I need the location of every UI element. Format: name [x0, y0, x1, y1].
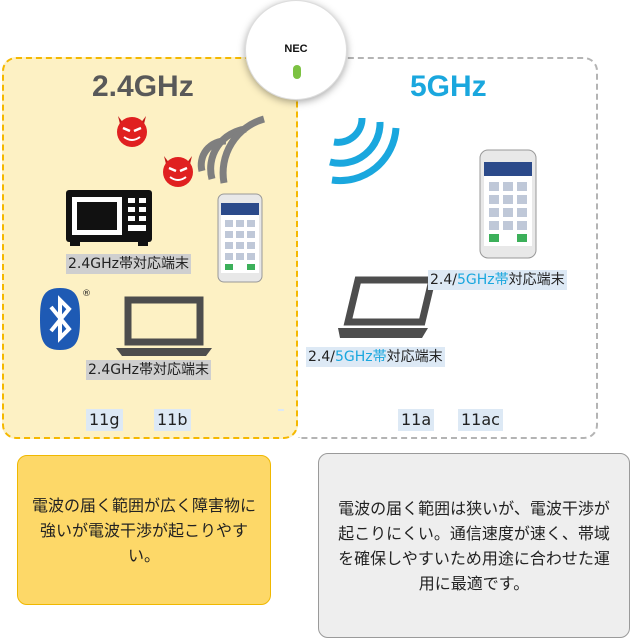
band-5ghz-title: 5GHz [410, 70, 487, 103]
interference-icon [163, 156, 193, 187]
standard-11g: 11g [86, 409, 123, 431]
standard-11b: 11b [154, 409, 191, 431]
router-brand: NEC [284, 43, 308, 55]
standard-11ac: 11ac [458, 409, 503, 431]
band-5ghz-note: 電波の届く範囲は狭いが、電波干渉が起こりにくい。通信速度が速く、帯域を確保しやす… [318, 453, 630, 638]
standard-11n [278, 409, 284, 411]
band-5ghz-note-text: 電波の届く範囲は狭いが、電波干渉が起こりにくい。通信速度が速く、帯域を確保しやす… [338, 498, 610, 593]
microwave-icon [66, 190, 152, 246]
laptop-icon [338, 276, 437, 338]
band-24ghz-note-text: 電波の届く範囲が広く障害物に強いが電波干渉が起こりやすい。 [31, 495, 256, 565]
laptop-5-device-label: 2.4/5GHz帯対応端末 [306, 347, 445, 367]
smartphone-icon [479, 149, 537, 259]
wifi-waves-icon [329, 117, 400, 185]
smartphone-icon [217, 193, 263, 283]
svg-text:®: ® [82, 289, 91, 299]
laptop-icon [116, 296, 212, 356]
wifi-waves-icon [197, 115, 266, 184]
laptop-24-device-label: 2.4GHz帯対応端末 [86, 360, 211, 380]
router-icon: NEC [245, 0, 347, 100]
phone-5-device-label: 2.4/5GHz帯対応端末 [428, 270, 567, 290]
bluetooth-icon: ® [40, 288, 91, 350]
band-5ghz-zone [298, 57, 598, 439]
router-led [293, 65, 301, 79]
microwave-device-label: 2.4GHz帯対応端末 [66, 254, 191, 274]
interference-icon [117, 116, 147, 147]
standard-11a: 11a [398, 409, 435, 431]
band-24ghz-title: 2.4GHz [92, 70, 194, 103]
band-24ghz-note: 電波の届く範囲が広く障害物に強いが電波干渉が起こりやすい。 [17, 455, 271, 605]
